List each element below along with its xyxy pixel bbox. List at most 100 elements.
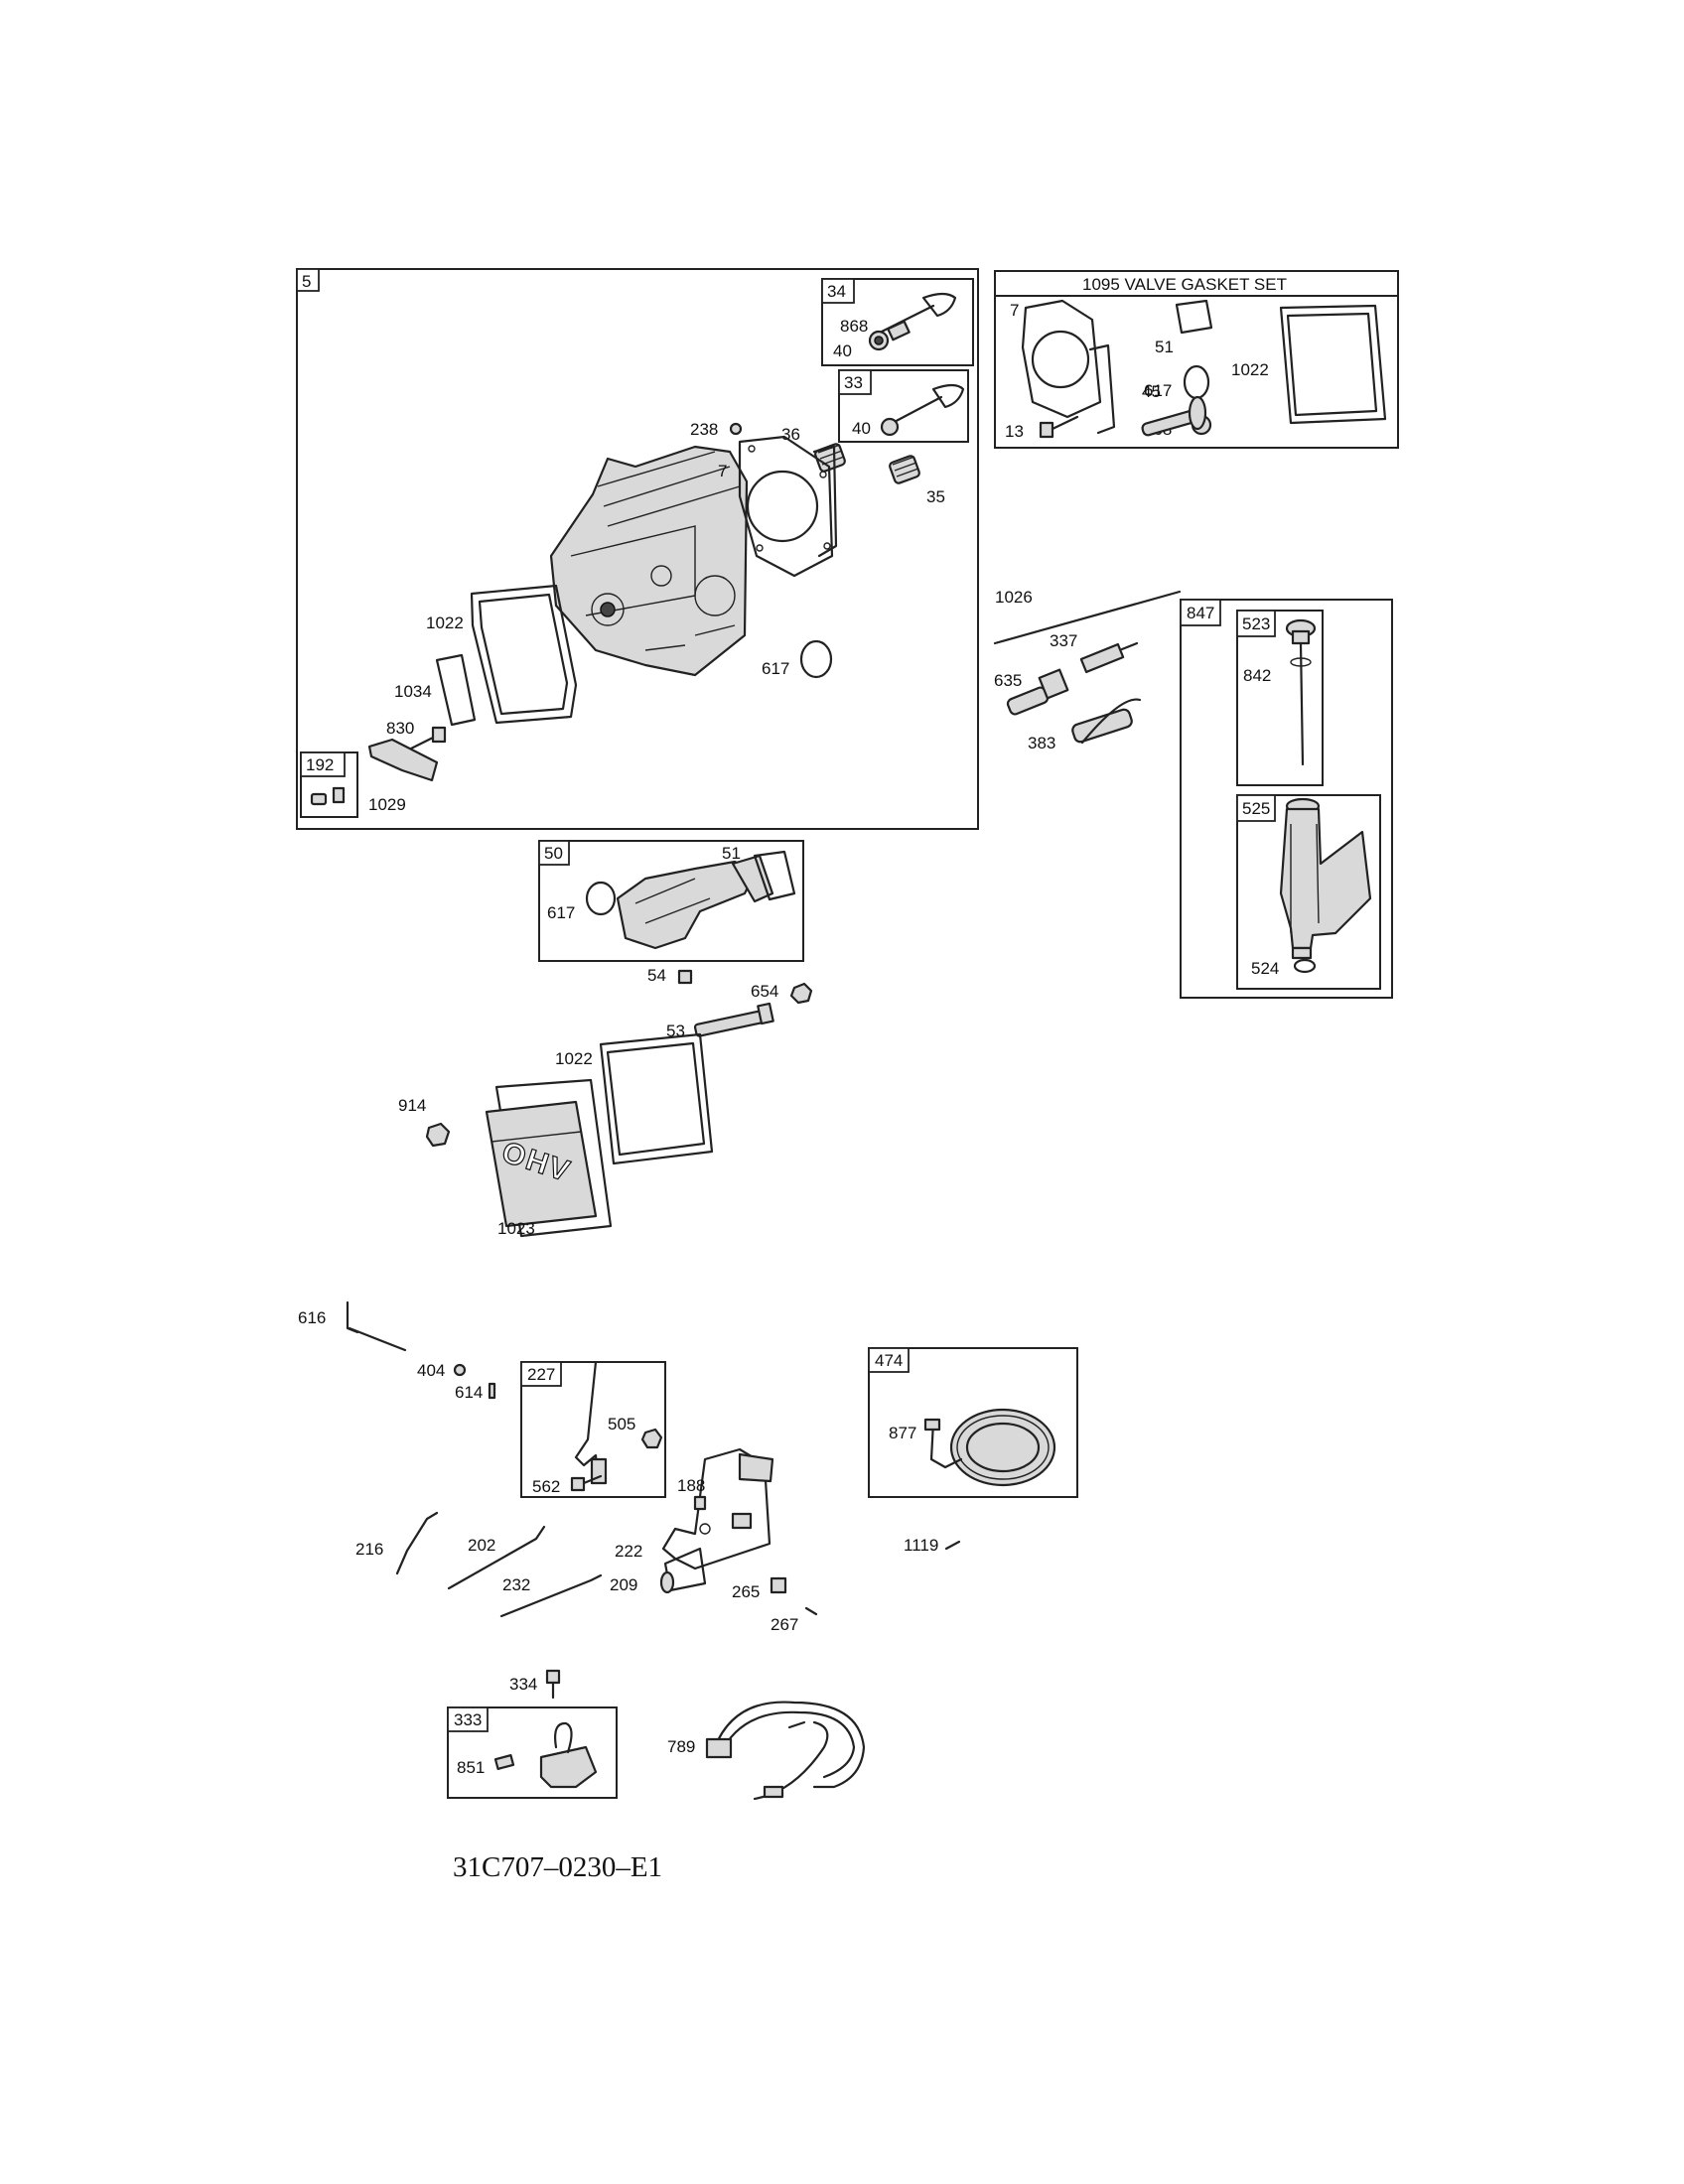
label-40: 40	[852, 419, 871, 438]
label-334: 334	[509, 1675, 537, 1694]
exhaust-valve-drawing	[868, 292, 957, 351]
screw-334	[545, 1669, 561, 1685]
gasket-set-1022	[1279, 304, 1387, 425]
group-tag-33: 33	[844, 373, 863, 392]
label-54: 54	[647, 966, 666, 985]
spark-plug-tool-383	[1071, 698, 1142, 745]
group-tag-192: 192	[306, 755, 334, 774]
screw-914	[425, 1122, 451, 1148]
screw-13	[1039, 415, 1079, 439]
label-383: 383	[1028, 734, 1055, 752]
screw-54	[677, 969, 693, 985]
valve-spring-35	[889, 455, 920, 484]
part-238	[729, 422, 743, 436]
spring-209	[659, 1570, 675, 1594]
head-gasket-drawing	[738, 435, 838, 578]
bolt-562	[570, 1474, 603, 1492]
wire-harness-789	[705, 1701, 866, 1801]
nut-404	[453, 1363, 467, 1377]
group-tag-34: 34	[827, 282, 846, 301]
screw-1119	[944, 1540, 961, 1551]
label-7: 7	[718, 462, 727, 480]
stud-53	[693, 1002, 774, 1037]
alternator-drawing	[923, 1408, 1056, 1487]
breather-1029	[367, 738, 439, 782]
label-238: 238	[690, 420, 718, 439]
label-51: 51	[1155, 338, 1174, 356]
label-851: 851	[457, 1758, 485, 1777]
valve-gasket-set-title: 1095 VALVE GASKET SET	[1082, 275, 1287, 294]
label-1034: 1034	[394, 682, 432, 701]
label-1022: 1022	[1231, 360, 1269, 379]
label-562: 562	[532, 1477, 560, 1496]
group-tag-523: 523	[1242, 614, 1270, 633]
label-337: 337	[1050, 631, 1077, 650]
label-202: 202	[468, 1536, 495, 1555]
manifold-drawing	[616, 854, 774, 950]
o-ring-617	[585, 881, 617, 916]
label-1029: 1029	[368, 795, 406, 814]
intake-manifold-group: 50 617 51	[538, 840, 804, 962]
loose-parts-right: 13 45 1026 337 635 383	[993, 382, 1207, 752]
ignition-group: 334 333 851	[447, 1669, 618, 1799]
label-830: 830	[386, 719, 414, 738]
label-617: 617	[547, 903, 575, 922]
label-842: 842	[1243, 666, 1271, 685]
nut-505	[640, 1428, 663, 1449]
label-1119: 1119	[904, 1536, 938, 1555]
dipstick-drawing	[1285, 618, 1317, 766]
label-635: 635	[994, 671, 1022, 690]
gasket-set-head-gasket	[1021, 299, 1116, 435]
group-tag-5: 5	[302, 272, 311, 291]
label-209: 209	[610, 1575, 637, 1594]
group-tag-227: 227	[527, 1365, 555, 1384]
oil-fill-tube-drawing	[1279, 797, 1372, 960]
cylinder-head-group: 5 34 868 40 33 40	[296, 268, 979, 830]
pin-614	[488, 1382, 496, 1400]
label-1022: 1022	[555, 1049, 593, 1068]
group-tag-50: 50	[544, 844, 563, 863]
control-bracket-drawing	[661, 1447, 774, 1592]
cover-gasket-1022	[599, 1032, 714, 1165]
label-404: 404	[417, 1361, 445, 1380]
label-617: 617	[1144, 381, 1172, 400]
screw-267	[804, 1606, 818, 1616]
o-ring-617	[799, 639, 833, 679]
label-51: 51	[722, 844, 741, 863]
clip-265	[770, 1576, 787, 1594]
oil-fill-group: 847 523 842 525 524	[1180, 599, 1393, 999]
manifold-fasteners: 54 654 53	[647, 966, 813, 1040]
link-232	[499, 1573, 603, 1618]
group-tag-333: 333	[454, 1710, 482, 1729]
label-216: 216	[355, 1540, 383, 1559]
armature-drawing	[493, 1721, 598, 1789]
intake-valve-drawing	[880, 383, 965, 437]
group-tag-847: 847	[1187, 604, 1214, 622]
label-35: 35	[926, 487, 945, 506]
part-192	[310, 792, 328, 806]
label-232: 232	[502, 1575, 530, 1594]
label-188: 188	[677, 1476, 705, 1495]
label-868: 868	[840, 317, 868, 336]
label-616: 616	[298, 1308, 326, 1327]
label-789: 789	[667, 1737, 695, 1756]
alternator-group: 474 877	[868, 1347, 1078, 1498]
cylinder-head-drawing	[549, 445, 749, 677]
group-tag-474: 474	[875, 1351, 903, 1370]
label-914: 914	[398, 1096, 426, 1115]
label-13: 13	[1005, 422, 1024, 441]
rocker-gasket-1022-drawing	[470, 584, 578, 725]
label-45: 45	[1142, 382, 1161, 401]
label-1026: 1026	[995, 588, 1033, 607]
valve-cover-group: 1022 914 OHV 1023	[398, 1032, 714, 1238]
valve-cover-1023	[485, 1078, 613, 1238]
link-202	[447, 1525, 546, 1590]
boot-635	[1006, 668, 1069, 716]
control-parts: 616 404 614 227 505 562 188 21	[298, 1300, 818, 1634]
label-1023: 1023	[497, 1219, 535, 1238]
label-1022: 1022	[426, 614, 464, 632]
label-617: 617	[762, 659, 789, 678]
label-222: 222	[615, 1542, 642, 1561]
label-614: 614	[455, 1383, 483, 1402]
